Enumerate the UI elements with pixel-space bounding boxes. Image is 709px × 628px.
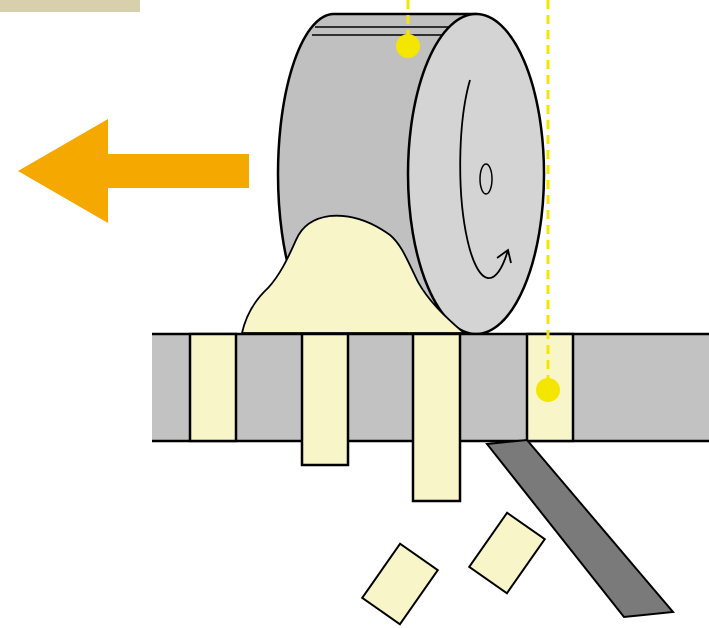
solder-paste-mound bbox=[240, 214, 467, 334]
falling-paste-piece bbox=[360, 542, 440, 626]
rotation-arrowhead bbox=[496, 248, 512, 264]
aperture-fill bbox=[411, 332, 462, 503]
aperture-fill bbox=[188, 332, 238, 443]
marker-dot bbox=[396, 34, 420, 58]
arrow-left-icon bbox=[18, 119, 249, 223]
marker-dot bbox=[536, 378, 560, 402]
rotation-arrow-icon bbox=[459, 79, 509, 279]
corner-patch bbox=[0, 0, 140, 12]
drum-face bbox=[406, 12, 546, 336]
aperture-fill bbox=[300, 332, 350, 467]
scraper-blade bbox=[485, 438, 675, 619]
drum-axle bbox=[479, 163, 493, 195]
falling-paste-piece bbox=[467, 511, 547, 595]
